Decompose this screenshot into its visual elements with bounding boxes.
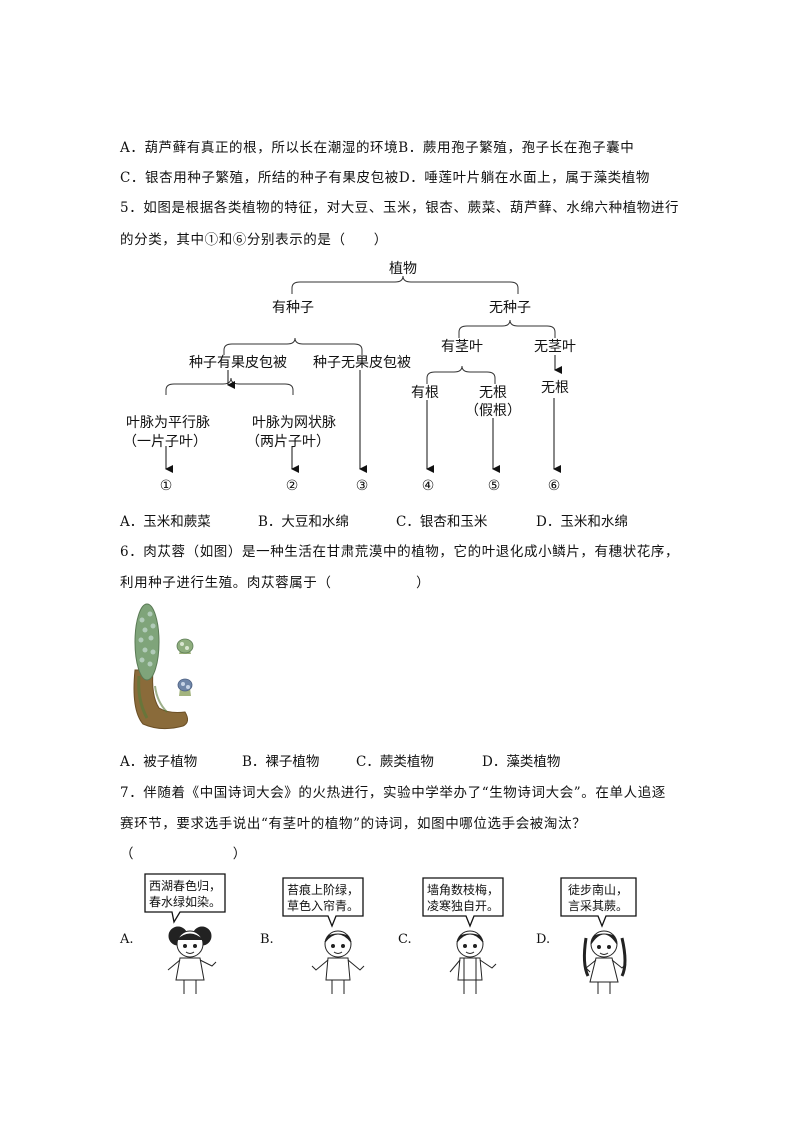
q4-option-d: D．唾莲叶片躺在水面上，属于藻类植物 xyxy=(398,170,650,186)
q4-option-b: B．蕨用孢子繁殖，孢子长在孢子囊中 xyxy=(398,140,635,156)
node-plant: 植物 xyxy=(389,261,417,277)
q5-stem-line1: 5．如图是根据各类植物的特征，对大豆、玉米，银杏、蕨菜、葫芦藓、水绵六种植物进行 xyxy=(120,200,680,216)
q6-options: A．被子植物 B．裸子植物 C．蕨类植物 D．藻类植物 xyxy=(120,750,680,770)
q5-options: A．玉米和蕨菜 B．大豆和水绵 C．银杏和玉米 D．玉米和水绵 xyxy=(120,510,680,530)
q7-letter-d: D. xyxy=(536,932,551,947)
node-has-seed: 有种子 xyxy=(272,300,314,316)
classification-diagram: 植物 有种子 无种子 有茎叶 无茎叶 种子有果皮包被 种子无果皮包被 有根 无根… xyxy=(123,261,576,494)
q6-option-b: B．裸子植物 xyxy=(242,754,320,770)
result-2: ② xyxy=(286,478,299,494)
q6-option-d: D．藻类植物 xyxy=(482,754,561,770)
q7-choice-d: 徒步南山， 言采其蕨。 xyxy=(560,877,637,994)
q7-b-line1: 苔痕上阶绿， xyxy=(287,882,359,897)
q4-option-a: A．葫芦藓有真正的根，所以长在潮湿的环境 xyxy=(120,140,399,156)
node-one-cotyledon: （一片子叶） xyxy=(123,434,207,450)
q6-stem-line1: 6．肉苁蓉（如图）是一种生活在甘肃荒漠中的植物，它的叶退化成小鳞片，有穗状花序， xyxy=(120,544,680,560)
q7-choice-c: 墙角数枝梅， 凌寒独自开。 xyxy=(422,877,504,994)
node-two-cotyledons: （两片子叶） xyxy=(246,434,330,450)
q7-letter-b: B. xyxy=(260,932,274,947)
q5-option-a: A．玉米和蕨菜 xyxy=(120,514,211,530)
node-net-vein: 叶脉为网状脉 xyxy=(252,415,336,431)
q7-c-line1: 墙角数枝梅， xyxy=(427,882,499,897)
q7-letter-c: C. xyxy=(398,932,412,947)
q7-c-line2: 凌寒独自开。 xyxy=(427,898,499,913)
node-no-root-label: 无根 xyxy=(479,385,507,401)
result-6: ⑥ xyxy=(548,478,561,494)
q5-option-c: C．银杏和玉米 xyxy=(396,514,488,530)
q4-options-row2: C．银杏用种子繁殖，所结的种子有果皮包被D．唾莲叶片躺在水面上，属于藻类植物 xyxy=(120,166,650,186)
q5-option-b: B．大豆和水绵 xyxy=(258,514,349,530)
result-3: ③ xyxy=(356,478,369,494)
q7-choice-b: 苔痕上阶绿， 草色入帘青。 xyxy=(282,877,365,994)
cistanche-illustration xyxy=(133,603,194,730)
node-parallel-vein: 叶脉为平行脉 xyxy=(126,415,210,431)
result-4: ④ xyxy=(422,478,435,494)
q4-option-c: C．银杏用种子繁殖，所结的种子有果皮包被 xyxy=(120,170,399,186)
q7-stem-line2: 赛环节，要求选手说出“有茎叶的植物”的诗词，如图中哪位选手会被淘汰？ xyxy=(120,816,587,832)
q7-d-line1: 徒步南山， xyxy=(568,882,628,897)
node-no-root-right: 无根 xyxy=(541,380,569,396)
q6-option-c: C．蕨类植物 xyxy=(356,754,434,770)
q7-stem-line1: 7．伴随着《中国诗词大会》的火热进行，实验中学举办了“生物诗词大会”。在单人追逐 xyxy=(120,785,666,801)
q7-stem-line3: （ ） xyxy=(120,846,247,862)
node-seed-naked: 种子无果皮包被 xyxy=(313,355,411,371)
girl-avatar-d xyxy=(582,930,627,994)
q7-a-line2: 春水绿如染。 xyxy=(149,894,221,909)
node-has-stem-leaf: 有茎叶 xyxy=(441,339,483,355)
q5-option-d: D．玉米和水绵 xyxy=(536,514,628,530)
node-seed-covered: 种子有果皮包被 xyxy=(189,355,287,371)
q7-b-line2: 草色入帘青。 xyxy=(287,898,359,913)
q7-letter-a: A. xyxy=(120,932,134,947)
node-has-root: 有根 xyxy=(411,385,439,401)
node-no-seed: 无种子 xyxy=(489,300,531,316)
boy-avatar-c xyxy=(449,930,497,994)
q7-a-line1: 西湖春色归， xyxy=(149,878,221,893)
q7-d-line2: 言采其蕨。 xyxy=(568,899,628,913)
q5-stem-line2: 的分类，其中①和⑥分别表示的是（ ） xyxy=(120,232,388,248)
result-5: ⑤ xyxy=(488,478,501,494)
q4-options-row1: A．葫芦藓有真正的根，所以长在潮湿的环境B．蕨用孢子繁殖，孢子长在孢子囊中 xyxy=(120,136,634,156)
node-no-stem-leaf: 无茎叶 xyxy=(534,339,576,355)
node-fake-root-label: （假根） xyxy=(465,403,521,419)
q6-option-a: A．被子植物 xyxy=(120,754,198,770)
boy-avatar-b xyxy=(311,930,365,994)
q6-stem-line2: 利用种子进行生殖。肉苁蓉属于（ ） xyxy=(120,575,431,591)
result-1: ① xyxy=(160,478,173,494)
q7-choice-a: 西湖春色归， 春水绿如染。 xyxy=(144,873,226,994)
girl-avatar-a xyxy=(167,926,217,994)
